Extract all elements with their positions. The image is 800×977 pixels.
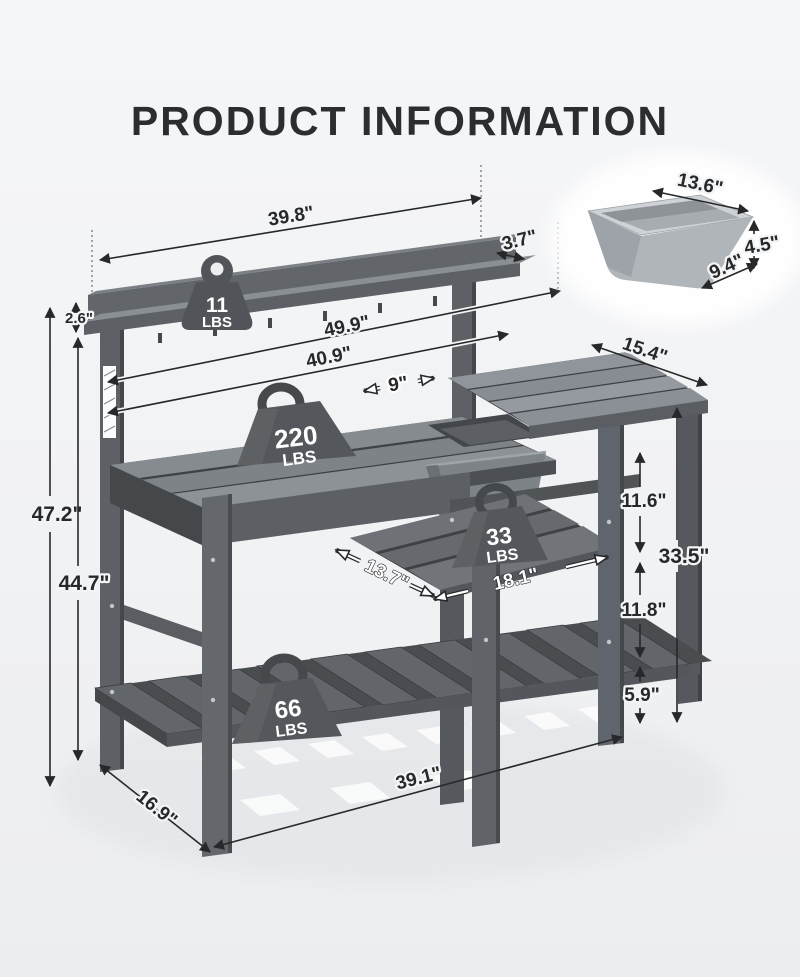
- page-title: PRODUCT INFORMATION: [130, 98, 670, 144]
- dim-mid-to-bottom-shelf-label: 11.8": [622, 600, 667, 621]
- weight-220lbs-unit: LBS: [281, 447, 317, 470]
- sink-opening: [428, 414, 544, 447]
- dim-sink-width-label: 9": [387, 373, 410, 397]
- dim-worktop-height: 44.7": [56, 336, 112, 762]
- screws: [109, 517, 691, 703]
- dim-inner-width: 40.9": [106, 330, 510, 417]
- right-front-leg: [598, 425, 624, 746]
- dim-under-table-height: 33.5": [656, 406, 712, 724]
- dim-table-to-mid-shelf: 11.6": [619, 451, 669, 554]
- weight-33lbs-unit: LBS: [486, 546, 520, 567]
- dim-worktop-height-label: 44.7": [59, 572, 110, 595]
- dim-sink-width: 9": [364, 370, 434, 399]
- dim-bottom-shelf-to-floor: 5.9": [622, 665, 662, 725]
- dim-table-to-mid-shelf-label: 11.6": [622, 491, 667, 512]
- dim-overall-width-label: 49.9": [322, 312, 371, 342]
- inset-tub: 13.6" 4.5" 9.4": [550, 154, 800, 326]
- dim-bottom-shelf-to-floor-label: 5.9": [624, 685, 659, 706]
- dim-overall-height: 47.2": [29, 306, 85, 788]
- dim-top-shelf-thickness: 2.6": [63, 301, 95, 334]
- dim-top-shelf-thickness-label: 2.6": [65, 310, 93, 327]
- dim-under-table-height-label: 33.5": [659, 545, 710, 568]
- front-left-leg: [202, 494, 232, 857]
- right-back-leg: [678, 402, 702, 704]
- dim-top-shelf-depth: 3.7": [495, 224, 542, 263]
- weight-11lbs-unit: LBS: [202, 314, 232, 331]
- weight-66lbs: 66 LBS: [232, 653, 342, 744]
- weight-66lbs-value: 66: [273, 695, 303, 725]
- weight-220lbs-value: 220: [273, 420, 320, 455]
- dim-overall-height-label: 47.2": [32, 503, 83, 526]
- dim-top-shelf-depth-label: 3.7": [500, 226, 539, 255]
- dim-mid-to-bottom-shelf: 11.8": [619, 561, 669, 659]
- weight-33lbs-value: 33: [485, 522, 514, 551]
- weight-33lbs: 33 LBS: [452, 483, 548, 568]
- weight-11lbs: 11 LBS: [181, 255, 253, 331]
